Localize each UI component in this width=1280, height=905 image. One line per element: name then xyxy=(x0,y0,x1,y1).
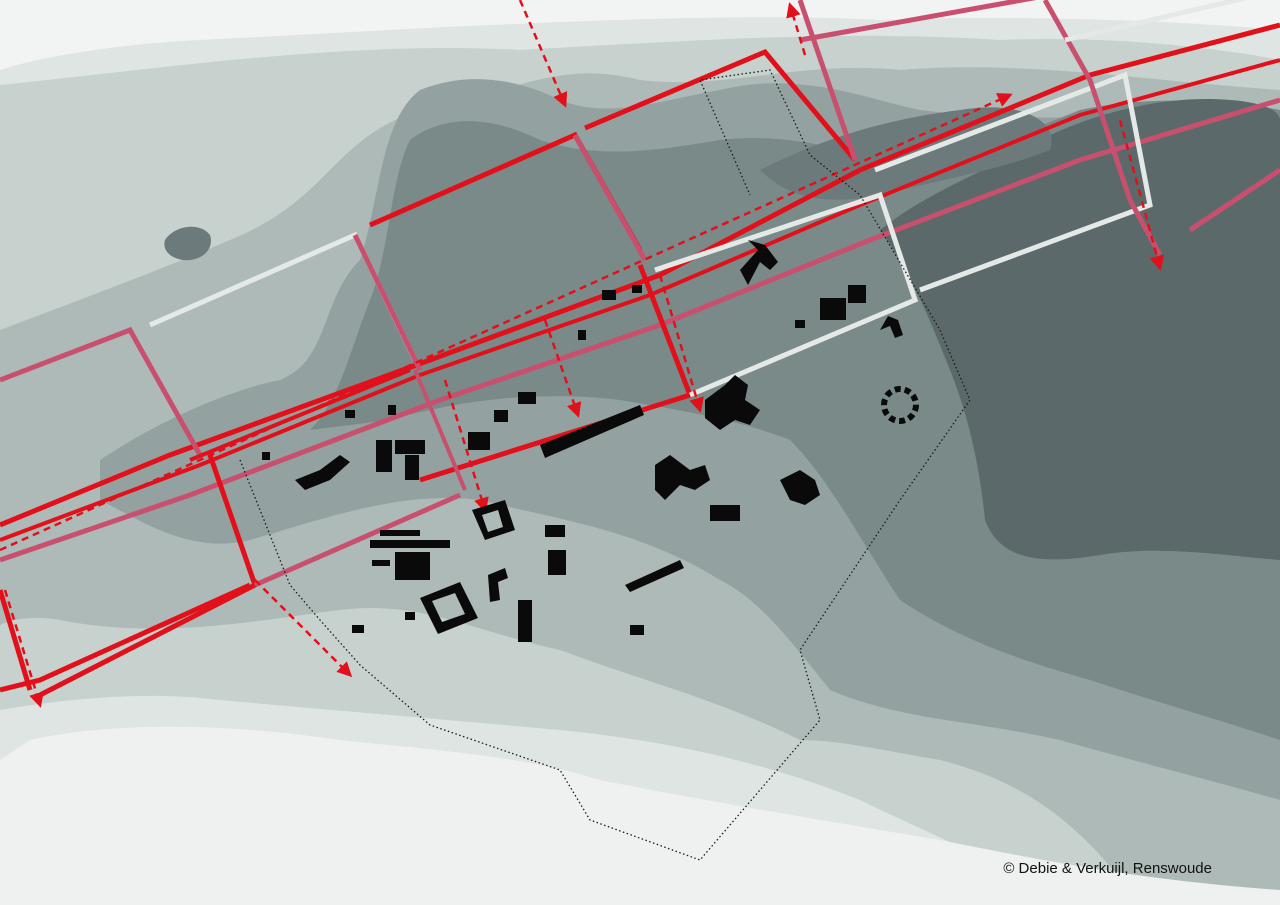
building-long-row xyxy=(540,405,644,458)
building-small-6 xyxy=(632,285,642,293)
building-small-10 xyxy=(352,625,364,633)
flow-arrow-northeast-up xyxy=(786,2,807,56)
building-hall-1 xyxy=(468,432,490,450)
terrain-band-valley-light xyxy=(0,726,1280,905)
building-block-1 xyxy=(376,440,392,472)
building-east-3 xyxy=(780,470,820,505)
map-credit: © Debie & Verkuijl, Renswoude xyxy=(1003,860,1212,877)
building-small-3 xyxy=(388,405,396,415)
building-small-9 xyxy=(630,625,644,635)
building-bar-2 xyxy=(380,530,420,536)
building-square-ring xyxy=(472,500,515,540)
building-block-3 xyxy=(405,455,419,480)
terrain-band-darkest xyxy=(880,99,1280,561)
building-ring xyxy=(881,386,919,424)
building-small-7 xyxy=(795,320,805,328)
road-corridor-lower xyxy=(0,97,1280,563)
building-hook xyxy=(880,316,903,338)
flow-arrow-east-down xyxy=(1118,119,1165,271)
building-cross xyxy=(740,240,778,285)
building-small-5 xyxy=(602,290,616,300)
parcel-north-3 xyxy=(799,0,1037,43)
building-east-2 xyxy=(710,505,740,521)
building-bar-3 xyxy=(395,552,430,580)
building-small-4 xyxy=(578,330,586,340)
building-long-south xyxy=(518,600,532,642)
buildings xyxy=(262,240,919,642)
building-hall-3 xyxy=(518,392,536,404)
building-small-2 xyxy=(345,410,355,418)
terrain-band-light-top xyxy=(0,0,1280,70)
flow-arrow-west-down xyxy=(3,589,44,708)
building-hall-2 xyxy=(494,410,508,422)
parcel-north-vertical-3 xyxy=(352,233,423,372)
building-block-4 xyxy=(548,550,566,575)
parcel-inner-1 xyxy=(413,369,467,491)
building-courtyard xyxy=(420,582,478,634)
parcel-west-1 xyxy=(0,326,203,457)
flow-arrow-corridor-east xyxy=(0,93,1013,552)
flow-arrow-inner-down xyxy=(443,379,489,513)
building-bar-1 xyxy=(370,540,450,548)
building-small-1 xyxy=(262,452,270,460)
parcel-north-2 xyxy=(584,48,857,162)
flow-arrow-center-down xyxy=(543,319,582,418)
building-small-11 xyxy=(405,612,415,620)
building-center-cross xyxy=(705,375,760,430)
flow-arrows xyxy=(0,0,1165,708)
building-bar-4 xyxy=(372,560,390,566)
building-curved-west xyxy=(295,455,350,490)
parcel-east-1 xyxy=(874,71,1153,293)
building-block-2 xyxy=(395,440,425,454)
parcel-center-2 xyxy=(654,191,919,398)
building-L xyxy=(488,568,508,602)
building-east-1 xyxy=(655,455,710,500)
parcel-east-3 xyxy=(1188,167,1280,233)
parcel-north-vertical-2 xyxy=(572,133,648,262)
building-cluster-1 xyxy=(820,298,846,320)
building-cluster-2 xyxy=(848,285,866,303)
building-small-8 xyxy=(545,525,565,537)
parcel-east-top xyxy=(1064,0,1249,43)
parcel-north-vertical xyxy=(797,0,858,161)
road-network xyxy=(0,0,1280,698)
building-south-row xyxy=(625,560,684,592)
flow-arrow-southwest xyxy=(254,579,353,678)
parcel-west-vertical xyxy=(0,589,33,691)
parcel-southwest-2 xyxy=(253,492,462,588)
parcel-south-edge xyxy=(0,582,252,693)
terrain-band-dark-spot xyxy=(164,226,211,261)
